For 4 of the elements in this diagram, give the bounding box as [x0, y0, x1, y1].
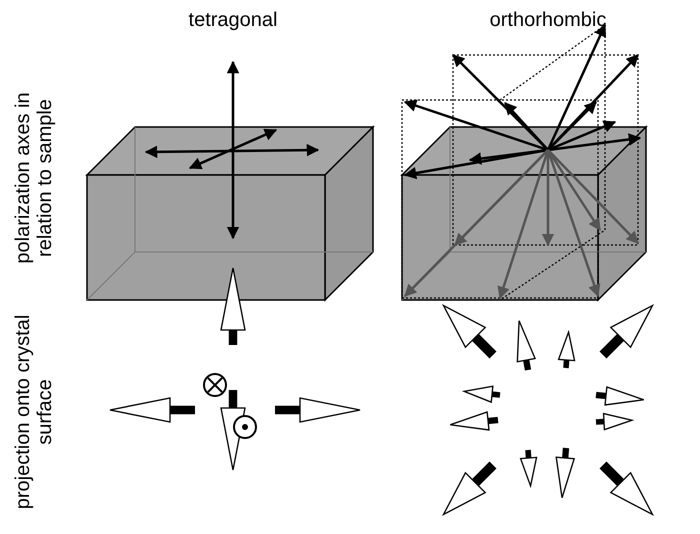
- row-heading: projection onto crystal surface: [12, 314, 56, 512]
- column-heading: tetragonal: [188, 9, 278, 31]
- column-heading: orthorhombic: [490, 9, 606, 31]
- row-heading: polarization axes in relation to sample: [12, 91, 56, 266]
